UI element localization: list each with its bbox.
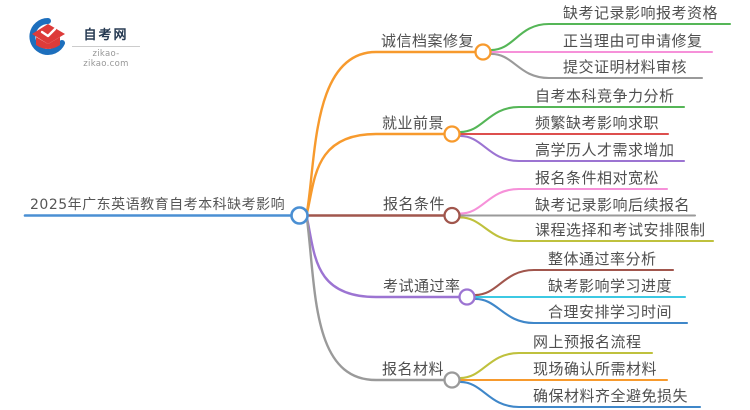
- branch-line-3: [305, 216, 461, 299]
- leaf-label-0-1[interactable]: 正当理由可申请修复: [563, 32, 703, 50]
- branch-label-0[interactable]: 诚信档案修复: [381, 32, 475, 50]
- leaf-label-4-0[interactable]: 网上预报名流程: [533, 333, 642, 351]
- graduation-cap-icon: [29, 18, 65, 55]
- branch-label-1[interactable]: 就业前景: [382, 114, 445, 132]
- branch-node-circle-1[interactable]: [443, 125, 461, 143]
- branch-line-0: [305, 50, 477, 214]
- leaf-line-3-0: [472, 268, 675, 297]
- leaf-line-2-2: [457, 216, 715, 243]
- leaf-label-2-2[interactable]: 课程选择和考试安排限制: [535, 221, 706, 239]
- central-node-circle[interactable]: [290, 206, 309, 225]
- site-url: zikao-zikao.com: [83, 49, 129, 69]
- leaf-label-1-1[interactable]: 频繁缺考影响求职: [535, 114, 660, 132]
- branch-node-circle-2[interactable]: [443, 206, 461, 225]
- leaf-line-4-2: [457, 380, 702, 409]
- leaf-line-1-2: [457, 134, 686, 163]
- leaf-label-0-0[interactable]: 缺考记录影响报考资格: [563, 4, 719, 22]
- leaf-label-4-1[interactable]: 现场确认所需材料: [533, 360, 658, 378]
- logo-divider: [72, 46, 140, 47]
- branch-label-3[interactable]: 考试通过率: [383, 277, 461, 295]
- site-logo: 自考网 zikao-zikao.com: [29, 18, 140, 69]
- site-name: 自考网: [83, 28, 129, 43]
- branch-label-4[interactable]: 报名材料: [382, 360, 445, 378]
- leaf-label-2-0[interactable]: 报名条件相对宽松: [535, 169, 660, 187]
- leaf-label-1-0[interactable]: 自考本科竞争力分析: [535, 87, 675, 105]
- branch-line-1: [305, 132, 446, 215]
- leaf-label-3-2[interactable]: 合理安排学习时间: [548, 303, 673, 321]
- branch-node-circle-0[interactable]: [474, 43, 492, 61]
- branch-label-2[interactable]: 报名条件: [383, 195, 446, 213]
- leaf-label-4-2[interactable]: 确保材料齐全避免损失: [533, 387, 689, 405]
- leaf-line-0-2: [488, 52, 704, 80]
- branch-node-circle-3[interactable]: [458, 288, 476, 306]
- leaf-line-1-0: [457, 105, 686, 134]
- logo-text-block: 自考网 zikao-zikao.com: [72, 18, 140, 69]
- leaf-line-3-2: [472, 297, 689, 325]
- leaf-label-2-1[interactable]: 缺考记录影响后续报名: [535, 196, 691, 214]
- leaf-label-0-2[interactable]: 提交证明材料审核: [563, 58, 688, 76]
- leaf-label-3-1[interactable]: 缺考影响学习进度: [548, 277, 673, 295]
- central-topic-label[interactable]: 2025年广东英语教育自考本科缺考影响: [30, 197, 286, 213]
- leaf-line-0-0: [488, 22, 732, 52]
- branch-node-circle-4[interactable]: [443, 371, 461, 389]
- leaf-label-1-2[interactable]: 高学历人才需求增加: [535, 141, 675, 159]
- branch-line-4: [305, 217, 446, 382]
- leaf-label-3-0[interactable]: 整体通过率分析: [548, 250, 657, 268]
- leaf-line-4-0: [457, 351, 654, 380]
- leaf-line-2-0: [457, 187, 669, 215]
